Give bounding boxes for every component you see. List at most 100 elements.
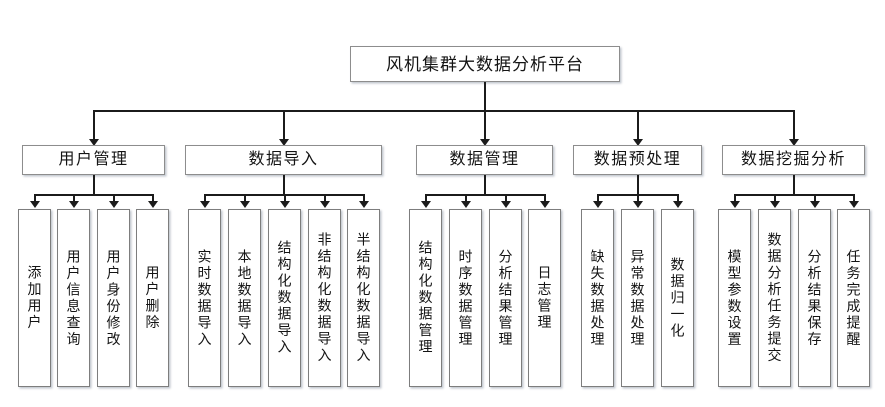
leaf-node-analysis-result-save[interactable]: 分析结果保存 (798, 209, 831, 387)
connector-leaf-1-3 (324, 194, 326, 203)
connector-leaf-4-2 (814, 194, 816, 203)
connector-root-stem (484, 82, 486, 111)
leaf-node-add-user[interactable]: 添加用户 (18, 209, 51, 387)
leaf-node-label: 结构化数据导入 (276, 240, 293, 356)
connector-branch-2-bus (425, 194, 544, 196)
leaf-node-local-data-import[interactable]: 本地数据导入 (228, 209, 261, 387)
leaf-node-label: 日志管理 (536, 265, 553, 331)
leaf-node-timeseries-data-management[interactable]: 时序数据管理 (449, 209, 482, 387)
connector-leaf-1-4 (363, 194, 365, 203)
connector-leaf-3-0 (597, 194, 599, 203)
arrow-leaf-1-0 (200, 201, 210, 208)
leaf-node-data-normalization[interactable]: 数据归一化 (661, 209, 694, 387)
leaf-node-structured-data-management[interactable]: 结构化数据管理 (409, 209, 442, 387)
connector-branch-3-stem (637, 175, 639, 195)
arrow-leaf-1-4 (359, 201, 369, 208)
leaf-node-missing-data-processing[interactable]: 缺失数据处理 (581, 209, 614, 387)
root-node-label: 风机集群大数据分析平台 (386, 54, 584, 74)
leaf-node-label: 结构化数据管理 (417, 240, 434, 356)
root-node-platform[interactable]: 风机集群大数据分析平台 (350, 46, 620, 82)
leaf-node-label: 异常数据处理 (629, 248, 646, 348)
arrow-branch-4 (789, 139, 799, 146)
branch-node-label: 数据预处理 (593, 151, 682, 168)
branch-node-data-import[interactable]: 数据导入 (185, 145, 382, 175)
connector-leaf-0-1 (73, 194, 75, 203)
arrow-leaf-4-0 (730, 201, 740, 208)
leaf-node-label: 用户删除 (144, 265, 161, 331)
connector-branch-4-bus (734, 194, 853, 196)
connector-branch-2-stem (484, 175, 486, 195)
leaf-node-semistructured-data-import[interactable]: 半结构化数据导入 (347, 209, 380, 387)
arrow-leaf-0-3 (148, 201, 158, 208)
leaf-node-analysis-task-submit[interactable]: 数据分析任务提交 (758, 209, 791, 387)
connector-leaf-0-2 (113, 194, 115, 203)
arrow-leaf-3-1 (633, 201, 643, 208)
leaf-node-user-delete[interactable]: 用户删除 (136, 209, 169, 387)
leaf-node-model-parameter-setting[interactable]: 模型参数设置 (718, 209, 751, 387)
leaf-node-analysis-result-management[interactable]: 分析结果管理 (489, 209, 522, 387)
arrow-leaf-4-1 (770, 201, 780, 208)
leaf-node-abnormal-data-processing[interactable]: 异常数据处理 (621, 209, 654, 387)
connector-branch-4-stem (793, 175, 795, 195)
leaf-node-label: 任务完成提醒 (845, 248, 862, 348)
arrow-leaf-4-2 (810, 201, 820, 208)
leaf-node-label: 非结构化数据导入 (316, 232, 333, 364)
connector-leaf-2-2 (505, 194, 507, 203)
arrow-leaf-2-0 (421, 201, 431, 208)
leaf-node-label: 实时数据导入 (196, 248, 213, 348)
arrow-leaf-3-2 (673, 201, 683, 208)
leaf-node-label: 添加用户 (26, 265, 43, 331)
connector-leaf-1-0 (204, 194, 206, 203)
leaf-node-unstructured-data-import[interactable]: 非结构化数据导入 (308, 209, 341, 387)
branch-node-label: 数据管理 (449, 151, 520, 168)
connector-branch-1-stem (283, 175, 285, 195)
branch-node-label: 数据挖掘分析 (740, 151, 846, 168)
branch-node-label: 用户管理 (58, 151, 129, 168)
connector-drop-branch-3 (637, 110, 639, 140)
connector-leaf-3-2 (677, 194, 679, 203)
branch-node-user-management[interactable]: 用户管理 (22, 145, 165, 175)
branch-node-data-mining-analysis[interactable]: 数据挖掘分析 (722, 145, 865, 175)
leaf-node-label: 用户身份修改 (105, 248, 122, 348)
connector-branch-1-bus (204, 194, 363, 196)
connector-leaf-2-0 (425, 194, 427, 203)
connector-leaf-4-0 (734, 194, 736, 203)
arrow-leaf-1-1 (240, 201, 250, 208)
arrow-leaf-2-2 (501, 201, 511, 208)
connector-leaf-0-0 (34, 194, 36, 203)
arrow-leaf-0-1 (69, 201, 79, 208)
arrow-leaf-2-1 (461, 201, 471, 208)
branch-node-data-management[interactable]: 数据管理 (416, 145, 553, 175)
connector-branch-0-stem (93, 175, 95, 195)
connector-leaf-1-1 (244, 194, 246, 203)
leaf-node-label: 时序数据管理 (457, 248, 474, 348)
leaf-node-realtime-data-import[interactable]: 实时数据导入 (188, 209, 221, 387)
leaf-node-label: 用户信息查询 (65, 248, 82, 348)
leaf-node-user-info-query[interactable]: 用户信息查询 (57, 209, 90, 387)
connector-leaf-2-1 (465, 194, 467, 203)
arrow-branch-1 (279, 139, 289, 146)
arrow-leaf-3-0 (593, 201, 603, 208)
arrow-leaf-1-2 (280, 201, 290, 208)
connector-leaf-4-3 (853, 194, 855, 203)
leaf-node-label: 半结构化数据导入 (355, 232, 372, 364)
connector-level2-bus (93, 110, 793, 112)
leaf-node-log-management[interactable]: 日志管理 (528, 209, 561, 387)
leaf-node-label: 分析结果管理 (497, 248, 514, 348)
leaf-node-user-identity-modify[interactable]: 用户身份修改 (97, 209, 130, 387)
leaf-node-label: 缺失数据处理 (589, 248, 606, 348)
leaf-node-structured-data-import[interactable]: 结构化数据导入 (268, 209, 301, 387)
arrow-branch-2 (480, 139, 490, 146)
connector-leaf-2-3 (544, 194, 546, 203)
arrow-leaf-0-2 (109, 201, 119, 208)
arrow-branch-0 (89, 139, 99, 146)
leaf-node-label: 数据归一化 (669, 256, 686, 340)
connector-drop-branch-4 (793, 110, 795, 140)
connector-leaf-1-2 (284, 194, 286, 203)
arrow-leaf-2-3 (540, 201, 550, 208)
leaf-node-label: 模型参数设置 (726, 248, 743, 348)
arrow-branch-3 (633, 139, 643, 146)
leaf-node-task-completion-reminder[interactable]: 任务完成提醒 (837, 209, 870, 387)
branch-node-data-preprocessing[interactable]: 数据预处理 (573, 145, 702, 175)
connector-leaf-0-3 (152, 194, 154, 203)
